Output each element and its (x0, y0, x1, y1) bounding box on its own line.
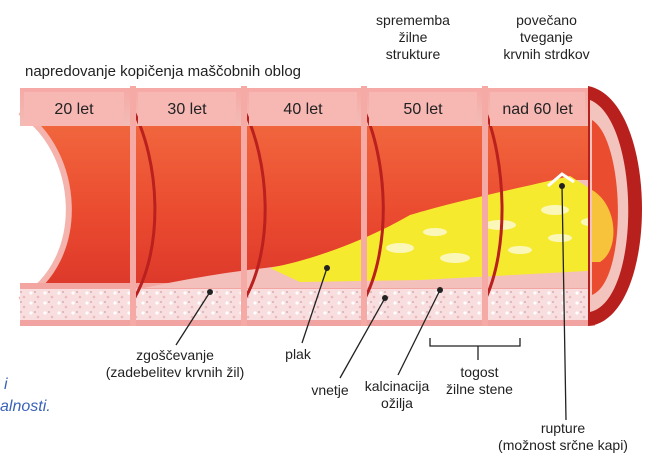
age-label-50: 50 let (369, 101, 477, 118)
rupture-line-2: (možnost srčne kapi) (478, 437, 648, 454)
age-label-20: 20 let (24, 101, 124, 118)
vessel-cross-section (588, 86, 642, 326)
plaque-label: plak (278, 346, 318, 363)
stiffness-line-1: togost (432, 364, 527, 381)
thickening-line-2: (zadebelitev krvnih žil) (85, 364, 265, 381)
rupture-line-1: rupture (478, 420, 648, 437)
calcification-label: kalcinacija ožilja (352, 378, 442, 412)
structure-change-label: sprememba žilne strukture (358, 12, 468, 63)
clot-risk-line-2: tveganje (484, 29, 609, 46)
structure-change-line-2: žilne (358, 29, 468, 46)
clot-risk-label: povečano tveganje krvnih strdkov (484, 12, 609, 63)
structure-change-line-3: strukture (358, 46, 468, 63)
clot-risk-line-1: povečano (484, 12, 609, 29)
calcification-line-1: kalcinacija (352, 378, 442, 395)
stiffness-label: togost žilne stene (432, 364, 527, 398)
side-text-line-2: alnosti. (0, 398, 51, 416)
thickening-label: zgoščevanje (zadebelitev krvnih žil) (85, 347, 265, 381)
age-label-40: 40 let (249, 101, 357, 118)
stiffness-line-2: žilne stene (432, 381, 527, 398)
rupture-label: rupture (možnost srčne kapi) (478, 420, 648, 454)
thickening-line-1: zgoščevanje (85, 347, 265, 364)
structure-change-line-1: sprememba (358, 12, 468, 29)
age-label-60plus: nad 60 let (490, 101, 585, 118)
age-label-30: 30 let (138, 101, 236, 118)
calcification-line-2: ožilja (352, 395, 442, 412)
side-text-line-1: i (4, 376, 8, 394)
progression-label: napredovanje kopičenja maščobnih oblog (25, 63, 301, 80)
lower-wall (20, 285, 595, 325)
inflammation-label: vnetje (300, 382, 360, 399)
clot-risk-line-3: krvnih strdkov (484, 46, 609, 63)
